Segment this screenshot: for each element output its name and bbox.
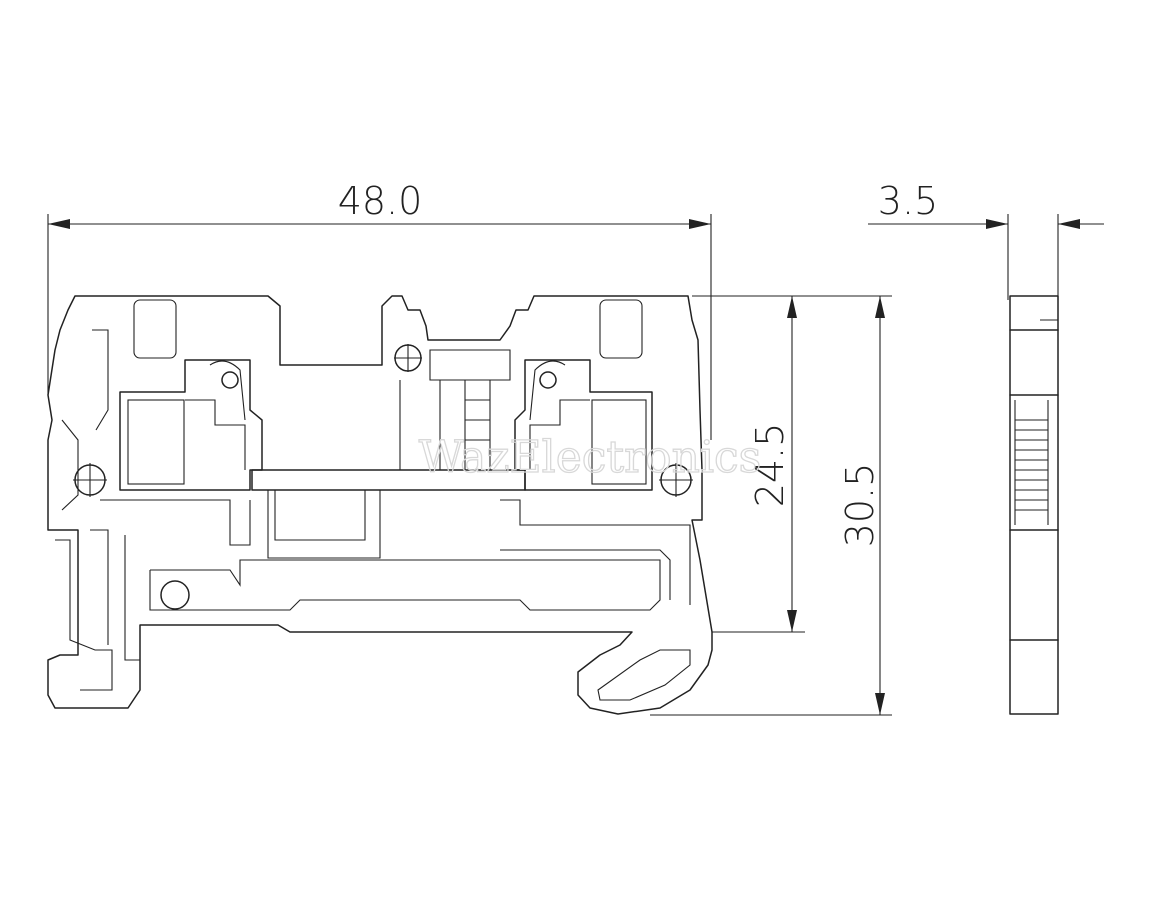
total-height-dimension: 30.5 [650,295,892,716]
right-hook [597,649,691,701]
right-spring-pivot [539,371,557,389]
width-label: 48.0 [338,179,423,223]
inner-height-dimension: 24.5 [692,295,805,633]
left-spring-pivot [221,371,239,389]
left-clamp-cavity [119,359,263,491]
right-clamp-cavity [514,359,653,491]
busbar [251,469,526,491]
watermark: WazElectronics [419,432,762,483]
side-view [1009,295,1059,715]
side-view-ribs [1015,419,1048,511]
width-dimension: 48.0 [47,179,712,440]
front-view [47,295,713,715]
total-height-label: 30.5 [838,463,882,548]
thickness-dimension: 3.5 [868,179,1104,300]
housing-outline [47,295,713,715]
inner-height-label: 24.5 [748,423,792,508]
foot-hole [160,580,190,610]
thickness-label: 3.5 [878,179,938,223]
